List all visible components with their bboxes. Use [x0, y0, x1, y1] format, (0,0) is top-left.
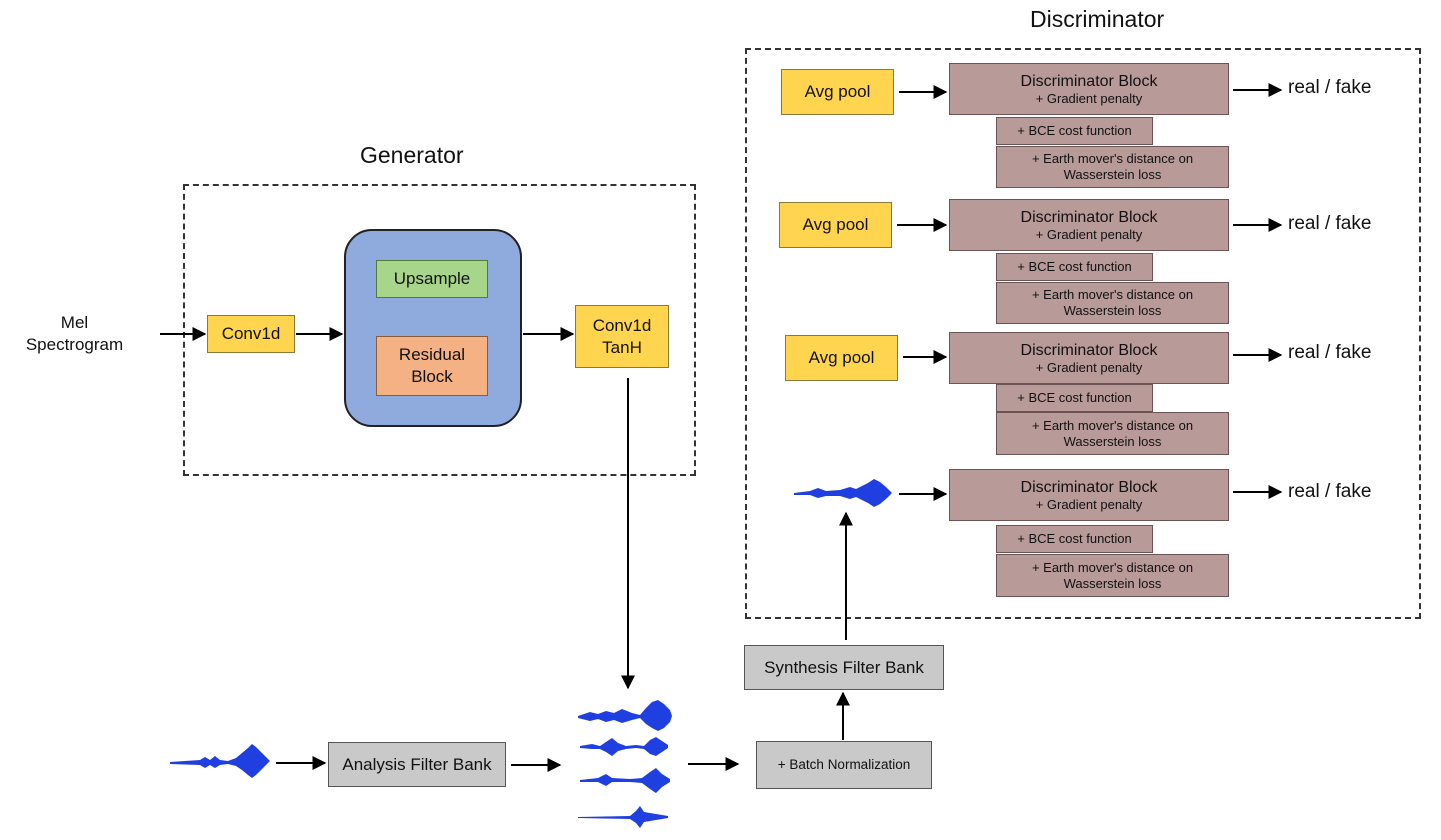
- upsample-block[interactable]: Upsample: [376, 260, 488, 298]
- conv1d-tanh-block[interactable]: Conv1d TanH: [575, 305, 669, 368]
- emd-loss-1-line2: Wasserstein loss: [1063, 167, 1162, 182]
- avg-pool-2-label: Avg pool: [802, 215, 869, 234]
- discriminator-block-2[interactable]: Discriminator Block + Gradient penalty: [949, 199, 1229, 251]
- emd-loss-1[interactable]: + Earth mover's distance on Wasserstein …: [996, 146, 1229, 188]
- conv1d-tanh-line1: Conv1d: [592, 315, 652, 335]
- avg-pool-2[interactable]: Avg pool: [779, 202, 892, 248]
- emd-loss-3-line2: Wasserstein loss: [1063, 433, 1162, 449]
- mel-label-line1: Mel: [60, 313, 89, 332]
- avg-pool-3-label: Avg pool: [808, 348, 875, 367]
- discriminator-block-2-gp: + Gradient penalty: [1035, 226, 1143, 242]
- generator-frame: [183, 184, 696, 476]
- residual-label-line1: Residual: [398, 345, 466, 364]
- bce-cost-3-label: + BCE cost function: [1017, 390, 1132, 405]
- bce-cost-4[interactable]: + BCE cost function: [996, 525, 1153, 553]
- analysis-filter-bank[interactable]: Analysis Filter Bank: [328, 742, 506, 787]
- batch-normalization-block[interactable]: + Batch Normalization: [756, 741, 932, 789]
- analysis-filter-bank-label: Analysis Filter Bank: [342, 754, 492, 774]
- subband-waveform-1: [578, 700, 672, 731]
- discriminator-block-3[interactable]: Discriminator Block + Gradient penalty: [949, 332, 1229, 384]
- conv1d-input-label: Conv1d: [221, 324, 281, 343]
- bce-cost-4-label: + BCE cost function: [1017, 531, 1132, 546]
- emd-loss-3[interactable]: + Earth mover's distance on Wasserstein …: [996, 412, 1229, 455]
- synthesis-filter-bank[interactable]: Synthesis Filter Bank: [744, 645, 944, 690]
- bce-cost-2-label: + BCE cost function: [1017, 259, 1132, 274]
- emd-loss-4-line2: Wasserstein loss: [1063, 575, 1162, 591]
- mel-label-line2: Spectrogram: [25, 335, 124, 354]
- subband-waveform-3: [580, 768, 670, 793]
- emd-loss-2-line1: + Earth mover's distance on: [1031, 287, 1194, 302]
- discriminator-block-4[interactable]: Discriminator Block + Gradient penalty: [949, 469, 1229, 521]
- discriminator-block-3-title: Discriminator Block: [1020, 341, 1158, 359]
- emd-loss-4-line1: + Earth mover's distance on: [1031, 559, 1194, 575]
- emd-loss-3-line1: + Earth mover's distance on: [1031, 417, 1194, 433]
- discriminator-block-4-gp: + Gradient penalty: [1035, 496, 1143, 512]
- input-waveform: [170, 744, 270, 778]
- bce-cost-1[interactable]: + BCE cost function: [996, 117, 1153, 145]
- batch-normalization-label: + Batch Normalization: [777, 757, 911, 772]
- bce-cost-1-label: + BCE cost function: [1017, 123, 1132, 138]
- synthesis-filter-bank-label: Synthesis Filter Bank: [764, 657, 924, 677]
- mel-spectrogram-label: Mel Spectrogram: [12, 312, 137, 356]
- generator-title: Generator: [360, 142, 464, 168]
- real-fake-2: real / fake: [1288, 213, 1372, 234]
- real-fake-1: real / fake: [1288, 77, 1372, 98]
- discriminator-block-1-title: Discriminator Block: [1020, 72, 1158, 90]
- real-fake-3: real / fake: [1288, 342, 1372, 363]
- discriminator-title: Discriminator: [1030, 6, 1165, 32]
- avg-pool-3[interactable]: Avg pool: [785, 335, 898, 381]
- discriminator-block-1-gp: + Gradient penalty: [1035, 90, 1143, 106]
- emd-loss-2[interactable]: + Earth mover's distance on Wasserstein …: [996, 282, 1229, 324]
- discriminator-block-2-title: Discriminator Block: [1020, 208, 1158, 226]
- residual-label-line2: Block: [411, 367, 453, 386]
- bce-cost-2[interactable]: + BCE cost function: [996, 253, 1153, 281]
- real-fake-4: real / fake: [1288, 481, 1372, 502]
- avg-pool-1[interactable]: Avg pool: [781, 69, 894, 115]
- discriminator-block-4-title: Discriminator Block: [1020, 478, 1158, 496]
- discriminator-input-waveform: [794, 479, 892, 507]
- discriminator-block-3-gp: + Gradient penalty: [1035, 359, 1143, 375]
- emd-loss-4[interactable]: + Earth mover's distance on Wasserstein …: [996, 554, 1229, 597]
- discriminator-frame: [745, 48, 1421, 619]
- emd-loss-1-line1: + Earth mover's distance on: [1031, 151, 1194, 166]
- bce-cost-3[interactable]: + BCE cost function: [996, 384, 1153, 412]
- emd-loss-2-line2: Wasserstein loss: [1063, 303, 1162, 318]
- subband-waveform-4: [578, 806, 668, 828]
- avg-pool-1-label: Avg pool: [804, 82, 871, 101]
- upsample-label: Upsample: [393, 269, 471, 288]
- conv1d-tanh-line2: TanH: [602, 337, 642, 357]
- conv1d-input-block[interactable]: Conv1d: [207, 315, 295, 353]
- discriminator-block-1[interactable]: Discriminator Block + Gradient penalty: [949, 63, 1229, 115]
- subband-waveform-2: [580, 737, 668, 756]
- residual-block[interactable]: Residual Block: [376, 336, 488, 396]
